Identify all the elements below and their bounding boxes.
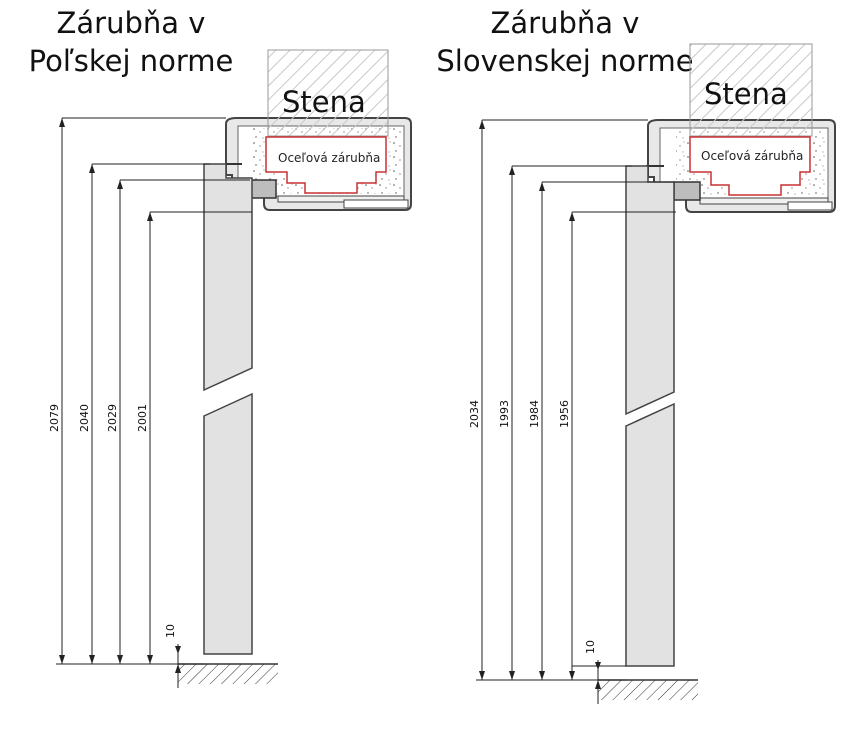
right-dim-2: 1993 xyxy=(498,400,511,428)
left-dim-arrows xyxy=(59,118,181,673)
left-dim-3: 2029 xyxy=(106,404,119,432)
right-steel-frame xyxy=(689,136,811,196)
left-trim xyxy=(277,195,405,203)
left-dim-1: 2079 xyxy=(48,404,61,432)
right-title-line1: Zárubňa v xyxy=(490,6,640,40)
left-floor-gap: 10 xyxy=(164,624,177,638)
left-frame-label: Oceľová zárubňa xyxy=(278,151,380,165)
right-door-leaf-lower xyxy=(625,402,675,667)
right-title-line2: Slovenskej norme xyxy=(436,44,694,78)
right-diagram: Stena Oceľová zárubňa xyxy=(468,43,836,704)
right-dim-arrows xyxy=(479,120,601,689)
right-title: Zárubňa v Slovenskej norme xyxy=(420,4,710,80)
left-dim-2: 2040 xyxy=(78,404,91,432)
left-diagram: Stena Oceľová zárubňa xyxy=(48,49,412,688)
right-door-leaf-upper xyxy=(625,165,675,416)
left-door-leaf-lower xyxy=(203,392,253,655)
left-dimensions xyxy=(56,117,252,688)
right-hinge xyxy=(673,181,701,201)
right-dim-1: 2034 xyxy=(468,400,481,428)
right-trim-end xyxy=(787,201,833,211)
left-steel-frame xyxy=(265,136,387,194)
right-dim-4: 1956 xyxy=(558,400,571,428)
left-wall xyxy=(267,49,389,137)
right-wall xyxy=(689,43,813,137)
left-hinge xyxy=(249,179,277,199)
right-wall-label: Stena xyxy=(704,77,788,111)
left-dim-4: 2001 xyxy=(136,404,149,432)
right-frame-label: Oceľová zárubňa xyxy=(701,149,803,163)
right-dimensions xyxy=(476,119,676,704)
right-floor-hatch xyxy=(598,680,698,700)
left-wall-label: Stena xyxy=(282,85,366,119)
right-floor-gap: 10 xyxy=(584,640,597,654)
left-floor-hatch xyxy=(178,664,278,684)
left-title-line1: Zárubňa v xyxy=(56,6,206,40)
left-title: Zárubňa v Poľskej norme xyxy=(0,4,262,80)
left-door-leaf-upper xyxy=(203,163,253,392)
right-dim-3: 1984 xyxy=(528,400,541,428)
left-title-line2: Poľskej norme xyxy=(28,44,234,78)
left-trim-end xyxy=(343,199,409,209)
right-trim xyxy=(699,197,829,205)
